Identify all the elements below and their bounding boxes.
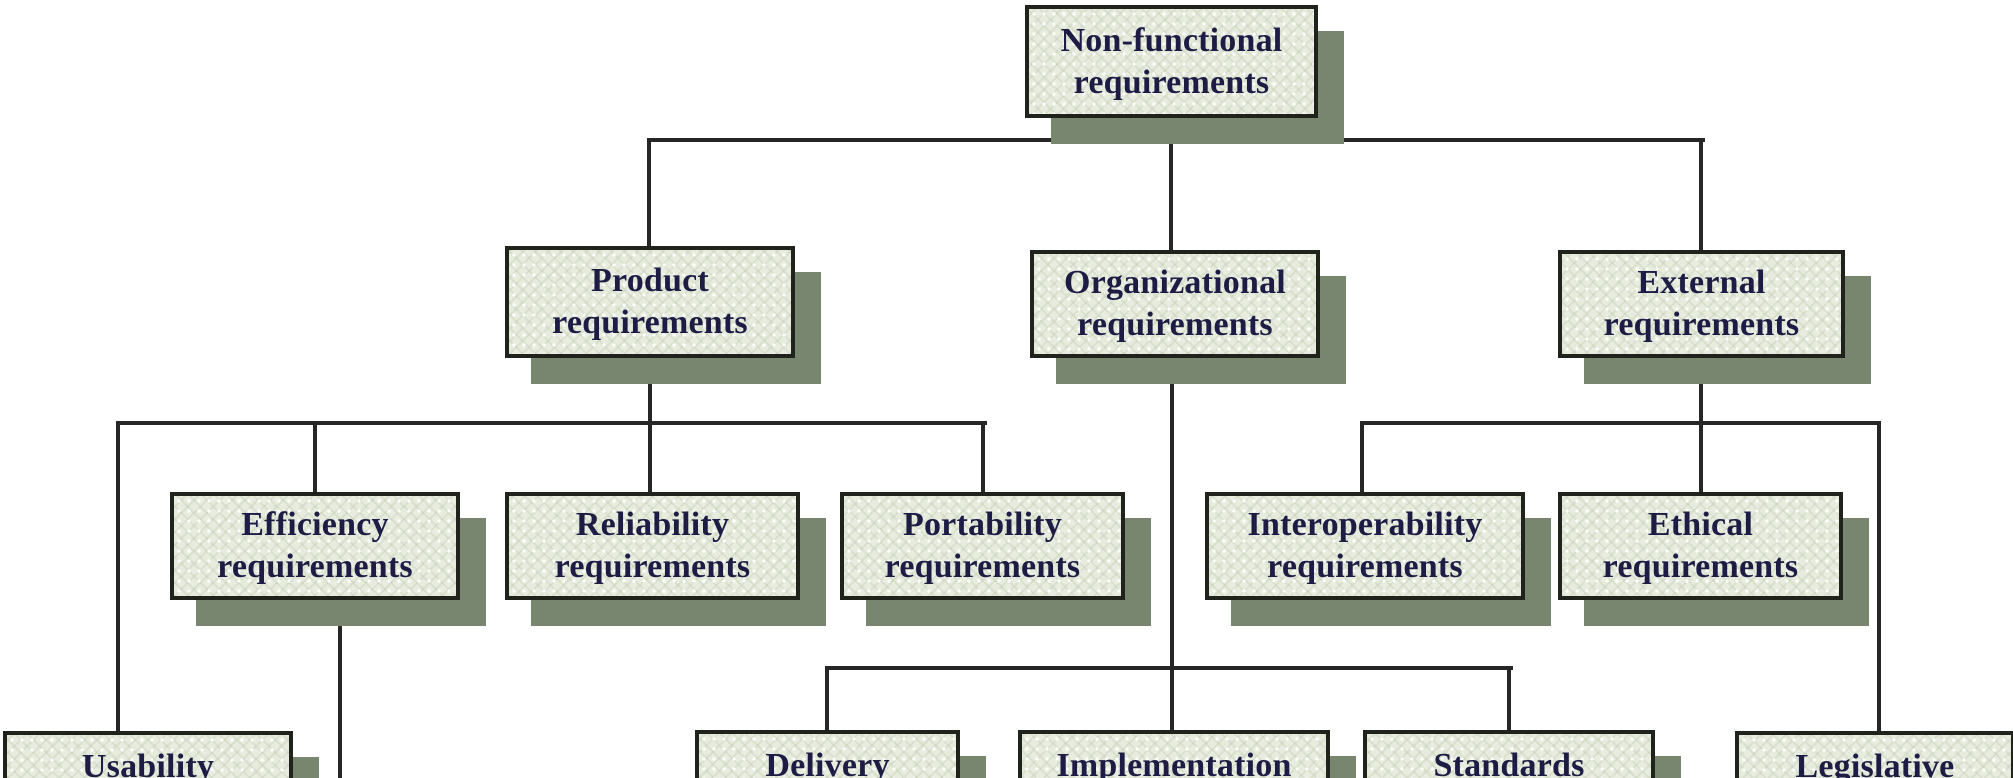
connector-drop-delivery <box>825 666 829 734</box>
node-label-line1: Delivery <box>765 747 890 778</box>
node-delivery: Delivery <box>695 730 960 778</box>
connector-drop-ethical <box>1699 350 1703 496</box>
node-label-line1: Reliability <box>575 506 730 543</box>
node-label-line2: requirements <box>884 548 1081 585</box>
node-standards: Standards <box>1363 730 1655 778</box>
node-implementation: Implementation <box>1018 730 1330 778</box>
node-portability-requirements: Portability requirements <box>840 492 1125 600</box>
connector-rail-product-children <box>116 421 987 425</box>
node-label-line1: Standards <box>1433 747 1585 778</box>
connector-drop-organizational <box>1169 110 1173 254</box>
connector-rail-level1 <box>649 138 1705 142</box>
node-label-line1: Usability <box>81 748 215 778</box>
node-label-line2: requirements <box>1077 306 1273 343</box>
node-organizational-requirements: Organizational requirements <box>1030 250 1320 358</box>
node-product-requirements: Product requirements <box>505 246 795 358</box>
node-label-line1: Organizational <box>1064 264 1286 301</box>
node-label-line1: Ethical <box>1647 506 1754 543</box>
connector-drop-standards <box>1507 666 1511 734</box>
connector-drop-organizational-children <box>1170 350 1174 734</box>
node-label-line1: Interoperability <box>1247 506 1483 543</box>
node-label-line2: requirements <box>1602 548 1799 585</box>
connector-drop-external <box>1699 138 1703 254</box>
node-label-line2: requirements <box>554 548 751 585</box>
node-label-line1: Implementation <box>1056 747 1292 778</box>
node-label-line1: Non-functional <box>1060 21 1283 59</box>
node-efficiency-requirements: Efficiency requirements <box>170 492 460 600</box>
node-label-line2: requirements <box>1073 63 1270 101</box>
connector-drop-usability <box>116 421 120 735</box>
connector-rail-organizational-children <box>825 666 1513 670</box>
node-legislative: Legislative <box>1735 731 2013 778</box>
node-label-line1: Legislative <box>1795 748 1955 778</box>
node-ethical-requirements: Ethical requirements <box>1558 492 1843 600</box>
connector-efficiency-children <box>338 595 342 778</box>
connector-drop-portability <box>981 421 985 496</box>
connector-drop-reliability <box>648 350 652 496</box>
node-label-line2: requirements <box>552 304 748 341</box>
connector-rail-external-children <box>1360 421 1881 425</box>
node-label-line1: External <box>1637 264 1766 301</box>
node-label-line2: requirements <box>1603 306 1800 343</box>
node-usability: Usability <box>3 731 293 778</box>
node-label-line1: Portability <box>903 506 1062 543</box>
connector-drop-efficiency <box>313 421 317 496</box>
node-label-line1: Efficiency <box>241 506 389 543</box>
connector-drop-product <box>647 138 651 250</box>
node-non-functional-requirements: Non-functional requirements <box>1025 5 1318 118</box>
node-label-line2: requirements <box>1267 548 1463 585</box>
node-interoperability-requirements: Interoperability requirements <box>1205 492 1525 600</box>
node-reliability-requirements: Reliability requirements <box>505 492 800 600</box>
connector-drop-legislative <box>1877 421 1881 735</box>
node-label-line2: requirements <box>217 548 413 585</box>
node-external-requirements: External requirements <box>1558 250 1845 358</box>
connector-drop-interoperability <box>1360 421 1364 496</box>
node-label-line1: Product <box>591 262 709 299</box>
